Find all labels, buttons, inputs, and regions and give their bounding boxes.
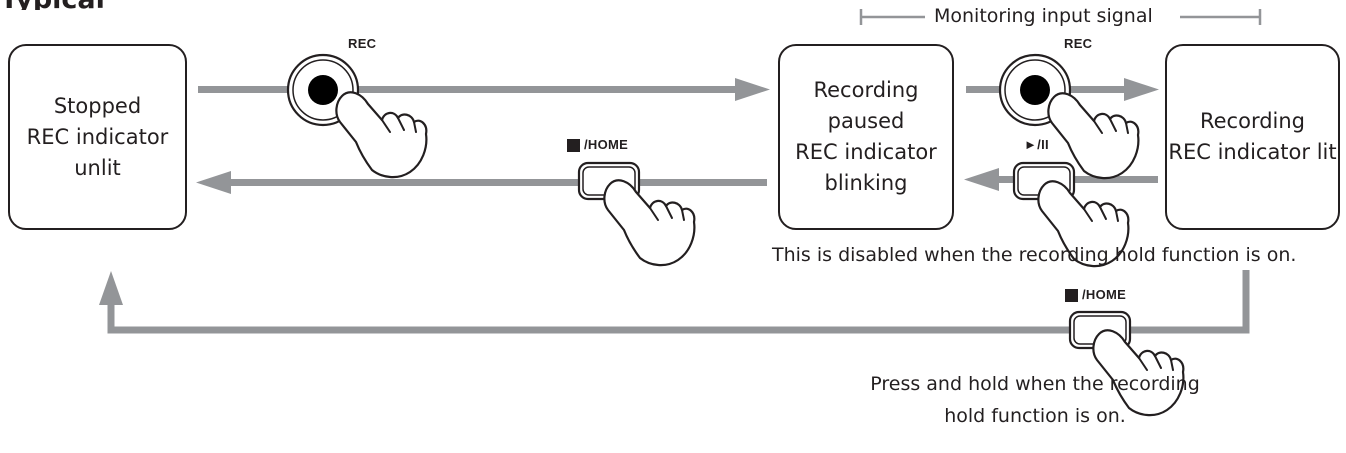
hand-pointer-icon [603, 179, 696, 267]
note-line: Press and hold when the recording [870, 373, 1200, 395]
arrow-recording-to-stopped [99, 270, 1250, 334]
state-line: REC indicator [26, 124, 169, 149]
rec-label: REC [348, 36, 377, 51]
state-box-stopped: Stopped REC indicator unlit [8, 44, 187, 230]
stop-home-label: /HOME [1082, 287, 1127, 302]
state-line: Recording [1199, 109, 1306, 133]
state-line: blinking [824, 171, 908, 195]
state-line: Stopped [53, 93, 142, 118]
hand-pointer-icon [335, 91, 428, 179]
stop-home-label: /HOME [584, 137, 629, 152]
section-heading-partial: Typical [0, 0, 120, 10]
state-box-recording: Recording REC indicator lit [1165, 44, 1340, 230]
monitoring-bracket [859, 9, 1262, 25]
monitoring-note: Monitoring input signal [934, 5, 1153, 27]
arrow-stopped-to-paused [198, 78, 770, 101]
note-line: hold function is on. [944, 405, 1126, 427]
stop-square-icon [567, 139, 580, 152]
disabled-hold-note: This is disabled when the recording hold… [772, 244, 1297, 266]
state-box-paused: Recording paused REC indicator blinking [778, 44, 954, 230]
stop-square-icon [1065, 289, 1078, 302]
state-line: REC indicator lit [1168, 140, 1337, 164]
state-line: paused [827, 109, 905, 133]
play-pause-label: ►/II [1024, 137, 1049, 152]
arrow-recording-to-paused [964, 168, 1158, 191]
rec-label: REC [1064, 36, 1093, 51]
arrow-paused-to-stopped [196, 171, 767, 194]
state-line: REC indicator [795, 140, 937, 164]
press-hold-note: Press and hold when the recording hold f… [825, 368, 1245, 432]
state-line: Recording [813, 78, 919, 102]
state-line: unlit [74, 155, 121, 180]
